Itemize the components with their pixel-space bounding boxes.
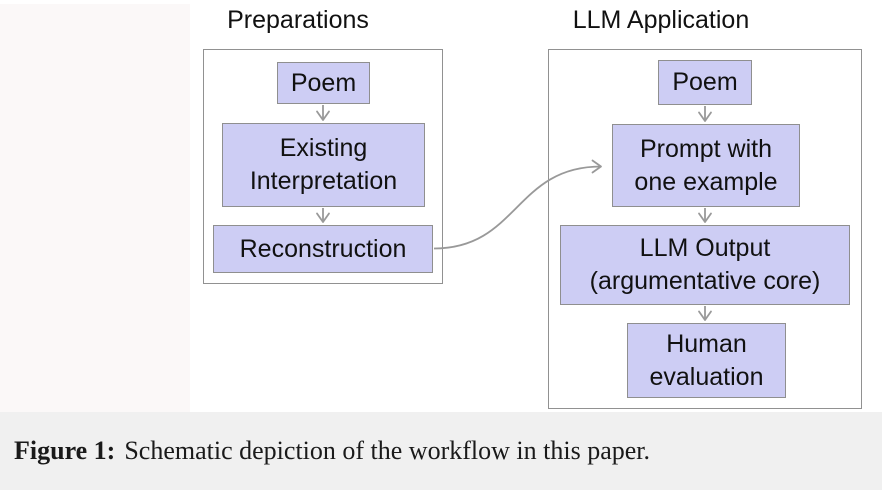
node-line: Poem <box>290 68 357 97</box>
node-line: Poem <box>672 68 738 96</box>
node-line: Existing <box>279 134 368 162</box>
node-human-evaluation: Human evaluation <box>627 323 786 398</box>
llm-application-group-title: LLM Application <box>572 6 750 34</box>
node-line: Interpretation <box>249 167 398 195</box>
node-line: one example <box>634 167 778 196</box>
node-line: Reconstruction <box>239 234 407 263</box>
node-prompt-with-one-example: Prompt with one example <box>612 124 800 207</box>
node-existing-interpretation: Existing Interpretation <box>222 123 425 207</box>
node-line: Prompt with <box>640 134 772 163</box>
node-reconstruction: Reconstruction <box>213 225 433 273</box>
node-llm-output: LLM Output (argumentative core) <box>560 225 850 305</box>
node-line: (argumentative core) <box>589 267 821 295</box>
node-poem-llm: Poem <box>658 60 752 105</box>
figure-caption-text: Schematic depiction of the workflow in t… <box>124 436 650 465</box>
preparations-group-title: Preparations <box>227 6 369 34</box>
node-line: evaluation <box>649 362 764 391</box>
node-line: Human <box>666 329 747 358</box>
page-left-margin <box>0 4 190 412</box>
node-line: LLM Output <box>639 234 771 262</box>
figure-caption-label: Figure 1: <box>14 436 116 465</box>
node-poem-preparations: Poem <box>277 62 370 104</box>
figure-caption: Figure 1: Schematic depiction of the wor… <box>0 412 882 490</box>
